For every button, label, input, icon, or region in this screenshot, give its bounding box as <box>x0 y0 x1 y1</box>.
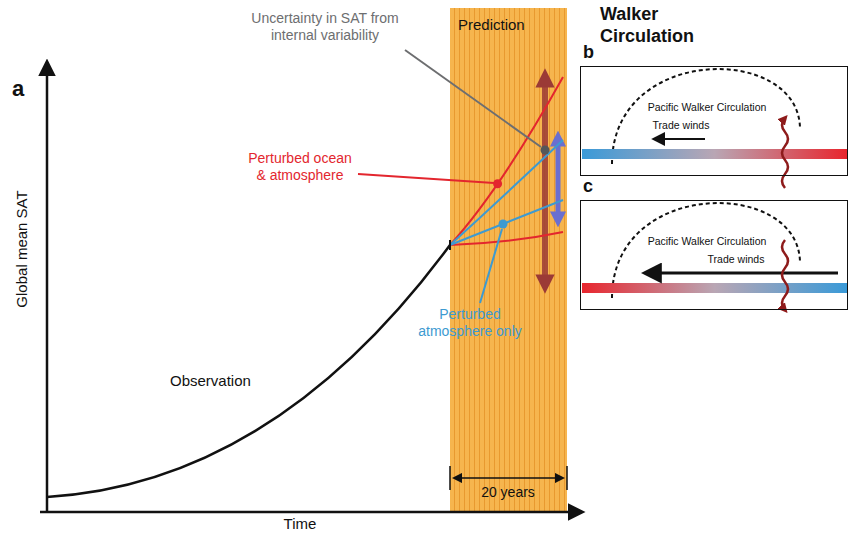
callout-label: Perturbed ocean & atmosphere <box>244 150 356 184</box>
atmosphere-only-line <box>450 200 563 245</box>
leader-dot <box>493 179 502 188</box>
sst-bar <box>582 283 847 293</box>
curve-label: Observation <box>170 372 280 390</box>
wind-label: Trade winds <box>649 119 713 132</box>
start-tick <box>449 240 451 250</box>
trade-wind-arrow <box>654 138 705 140</box>
subsidence-arrow <box>782 240 788 310</box>
prediction-band <box>450 8 567 512</box>
walker-panel: Pacific Walker CirculationTrade winds <box>580 66 848 176</box>
leader-dot <box>499 220 508 229</box>
axis-label: Time <box>250 515 350 533</box>
atmosphere-spread-arrow <box>556 137 561 221</box>
span-label: 20 years <box>463 484 553 501</box>
wind-label: Trade winds <box>704 253 768 266</box>
span-tick <box>449 466 451 490</box>
walker-panel: Pacific Walker CirculationTrade winds <box>580 200 848 310</box>
observation-curve <box>47 245 450 497</box>
panel-letter: c <box>583 176 603 198</box>
callout-label: Uncertainty in SAT from internal variabi… <box>240 10 410 44</box>
y-axis <box>46 62 49 512</box>
sst-bar <box>582 149 847 159</box>
panel-b-art <box>582 69 847 188</box>
panel-title: Walker Circulation <box>600 4 710 47</box>
ocean-atmosphere-line <box>450 77 563 245</box>
band-label: Prediction <box>458 16 558 34</box>
convection-arrow <box>782 118 788 188</box>
leader-line <box>480 229 502 303</box>
circulation-label: Pacific Walker Circulation <box>632 235 782 248</box>
panel-c-art <box>582 203 847 310</box>
atmosphere-only-line <box>450 140 563 245</box>
circulation-label: Pacific Walker Circulation <box>632 101 782 114</box>
x-axis <box>40 511 582 514</box>
panel-letter: b <box>583 42 603 64</box>
span-tick <box>566 466 568 490</box>
axis-label: Global mean SAT <box>13 179 31 319</box>
trade-wind-arrow <box>645 272 838 275</box>
leader-line <box>358 174 494 183</box>
leader-dot <box>541 146 550 155</box>
span-arrow <box>454 477 563 479</box>
callout-label: Perturbed atmosphere only <box>416 306 524 340</box>
leader-line <box>405 50 541 147</box>
panel-letter: a <box>12 76 42 102</box>
